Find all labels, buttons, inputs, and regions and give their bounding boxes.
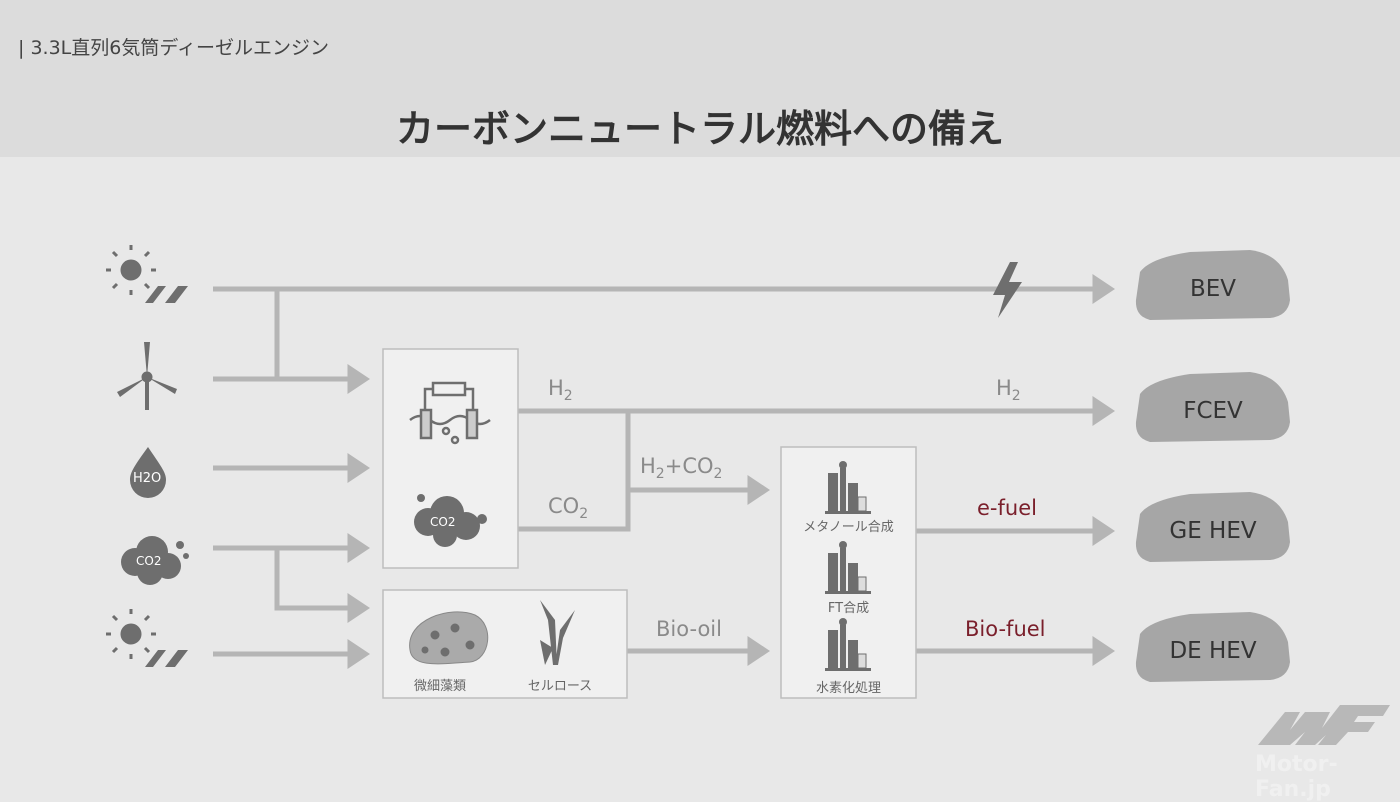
solar-icon-2 [106,609,188,667]
car-fcev [1135,372,1290,442]
co2-cloud-icon [121,536,189,585]
factory-icon-hydro [825,618,871,671]
header-band [0,0,1400,157]
label-hydro: 水素化処理 [815,681,881,696]
connector-co2 [518,411,631,532]
co2-process-label: CO2 [430,515,456,529]
solar-icon [106,245,188,303]
wind-icon [117,342,177,410]
flow-label-bio-fuel: Bio-fuel [965,617,1046,641]
lightning-icon [993,262,1022,318]
label-methanol: メタノール合成 [803,520,894,535]
vehicle-silhouettes [1135,250,1290,682]
flow-label-co2: CO2 [548,494,589,523]
water-drop-icon [130,447,166,498]
motorfan-logo [1258,705,1390,745]
electrolysis-icon [409,381,491,445]
watermark: Motor-Fan.jp [1255,752,1338,802]
h2o-label: H2O [133,471,162,486]
flow-label-bio-oil: Bio-oil [656,617,722,641]
car-dehev [1135,612,1290,682]
vehicle-bev: BEV [1189,276,1237,302]
arrow-co2-bio [274,548,370,623]
flow-label-e-fuel: e-fuel [977,496,1037,520]
co2-source-label: CO2 [136,554,162,568]
label-cellulose: セルロース [527,679,593,694]
co2-cloud-icon-2 [414,494,487,547]
factory-icon-ft [825,541,871,594]
car-gehev [1135,492,1290,562]
flow-label-h2co2: H2+CO2 [640,454,723,483]
vehicle-fcev: FCEV [1183,398,1243,424]
factory-icon-methanol [825,461,871,514]
flow-label-h2-fcev: H2 [996,376,1021,405]
flow-diagram [106,245,1390,745]
vehicle-de-hev: DE HEV [1169,638,1257,664]
car-bev [1135,250,1290,320]
cellulose-plant-icon [540,600,575,665]
page-title: カーボンニュートラル燃料への備え [395,107,1004,151]
label-ft: FT合成 [827,601,870,616]
section-subtitle: | 3.3L直列6気筒ディーゼルエンジン [18,37,330,59]
microalgae-icon [409,611,489,665]
flow-label-h2: H2 [548,376,573,405]
label-microalgae: 微細藻類 [413,679,466,694]
vehicle-ge-hev: GE HEV [1169,518,1257,544]
